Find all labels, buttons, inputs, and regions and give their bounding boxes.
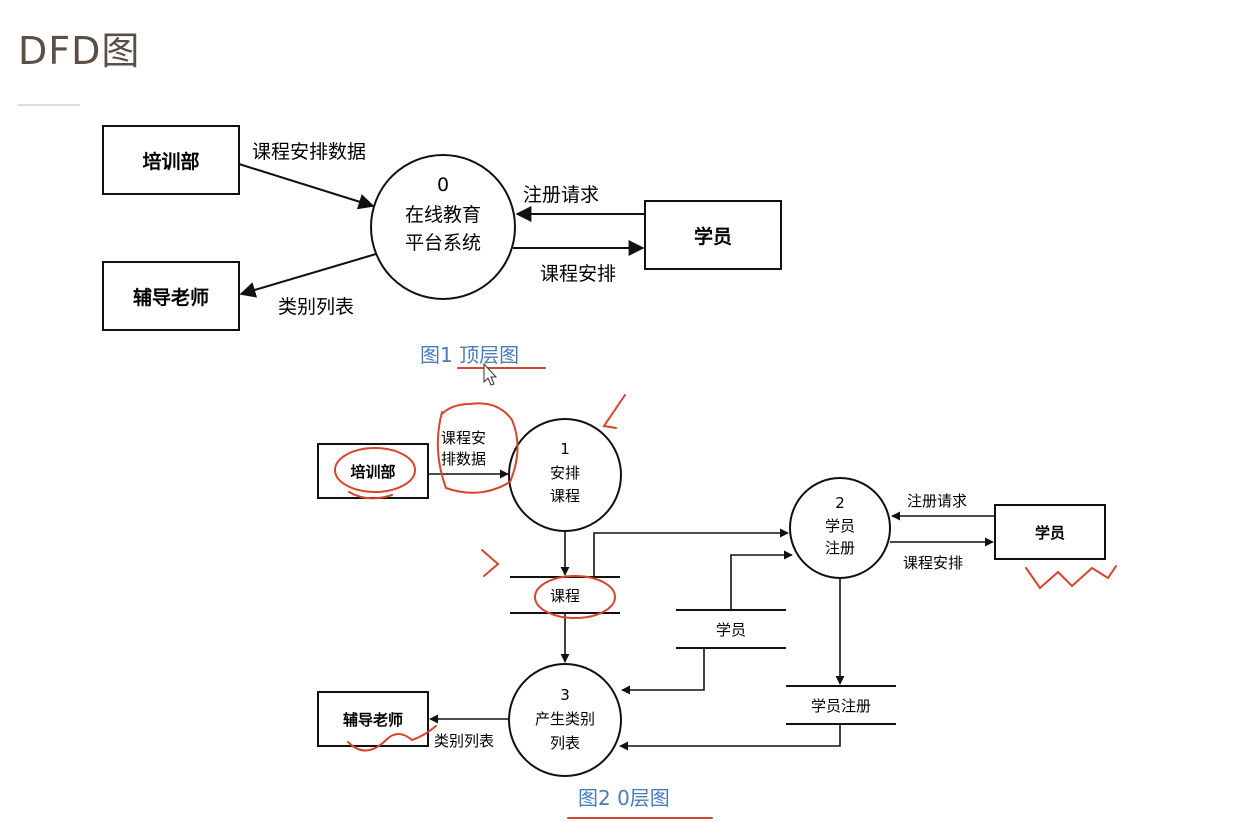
d1-process-line1: 在线教育 xyxy=(405,204,481,226)
d2-entity-student: 学员 xyxy=(994,504,1106,560)
circle-annotation-training-dept xyxy=(334,447,416,493)
d1-flow-label-schedule-data: 课程安排数据 xyxy=(252,141,366,163)
red-annotations xyxy=(334,367,1117,819)
d2-flow-label-course-schedule: 课程安排 xyxy=(903,554,963,572)
d2-process-2-line2: 注册 xyxy=(825,539,855,557)
d2-entity-training-dept-label: 培训部 xyxy=(350,463,395,481)
arrow-annotation-course-store xyxy=(481,549,500,577)
scribble-annotation-training-dept xyxy=(348,491,393,500)
d1-flow-label-register-request: 注册请求 xyxy=(523,184,599,206)
d2-store-registration-label: 学员注册 xyxy=(811,697,871,715)
diagram2-level0: 培训部 学员 辅导老师 1 安排 课程 2 学员 注册 3 xyxy=(317,418,1106,810)
circle-annotation-schedule-data xyxy=(436,402,519,494)
d2-caption: 图2 0层图 xyxy=(578,786,670,810)
d1-process-number: 0 xyxy=(437,174,449,196)
d2-process-1: 1 安排 课程 xyxy=(508,418,622,532)
d2-flow-arrow-registration-to-p3 xyxy=(619,724,841,751)
d2-process-3-line2: 列表 xyxy=(550,734,580,752)
d2-store-student-label: 学员 xyxy=(716,621,746,639)
d2-flow-arrow-course-to-p2 xyxy=(593,528,789,577)
d2-process-2-line1: 学员 xyxy=(825,517,855,535)
page-title: DFD图 xyxy=(18,29,141,73)
d1-entity-student: 学员 xyxy=(644,200,782,270)
d2-process-1-line1: 安排 xyxy=(550,464,580,482)
title-divider xyxy=(18,104,80,106)
d2-store-course-label: 课程 xyxy=(550,587,580,605)
d2-entity-student-label: 学员 xyxy=(1035,524,1065,542)
d2-process-2: 2 学员 注册 xyxy=(789,477,891,579)
d2-entity-training-dept: 培训部 xyxy=(317,443,429,499)
zigzag-annotation-student xyxy=(1025,565,1117,590)
d1-entity-training-dept: 培训部 xyxy=(102,125,240,195)
d1-process-line2: 平台系统 xyxy=(405,232,481,254)
scribble-annotation-tutor xyxy=(347,725,437,752)
d1-flow-label-category-list: 类别列表 xyxy=(278,296,354,318)
d1-process-0: 0 在线教育 平台系统 xyxy=(370,154,516,300)
d1-entity-tutor-label: 辅导老师 xyxy=(133,286,209,309)
d2-store-registration: 学员注册 xyxy=(786,685,896,725)
d1-flow-label-course-schedule: 课程安排 xyxy=(540,263,616,285)
d2-process-3-line1: 产生类别 xyxy=(535,710,595,728)
d1-entity-training-dept-label: 培训部 xyxy=(142,150,199,173)
d2-process-2-number: 2 xyxy=(835,494,845,512)
d2-store-student: 学员 xyxy=(676,609,786,649)
d1-caption: 图1 顶层图 xyxy=(420,343,519,367)
d1-entity-student-label: 学员 xyxy=(694,225,732,248)
d2-flow-label-register-request: 注册请求 xyxy=(907,492,967,510)
d1-flow-arrow-category-list xyxy=(239,253,377,298)
d2-flow-arrow-store-student-to-p2 xyxy=(730,550,793,610)
d2-flow-label-schedule-data-1: 课程安 xyxy=(441,429,486,447)
diagram1-context: 培训部 辅导老师 学员 0 在线教育 平台系统 课程安排数据 注册请求 课程安排… xyxy=(102,125,782,367)
d2-flow-arrow-store-student-to-p3 xyxy=(621,648,705,695)
d2-flow-label-category-list: 类别列表 xyxy=(434,732,494,750)
d1-entity-tutor: 辅导老师 xyxy=(102,261,240,331)
d2-process-3: 3 产生类别 列表 xyxy=(508,663,622,777)
check-annotation-process1 xyxy=(602,394,626,429)
d2-entity-tutor: 辅导老师 xyxy=(317,691,429,747)
d2-entity-tutor-label: 辅导老师 xyxy=(343,711,403,729)
d2-process-3-number: 3 xyxy=(560,686,570,704)
d1-flow-arrow-schedule-data xyxy=(238,163,375,210)
d2-process-1-number: 1 xyxy=(560,440,570,458)
mouse-cursor-icon xyxy=(483,362,498,386)
d2-flow-label-schedule-data-2: 排数据 xyxy=(441,450,486,468)
circle-annotation-course-store xyxy=(534,575,616,619)
d2-process-1-line2: 课程 xyxy=(550,487,580,505)
